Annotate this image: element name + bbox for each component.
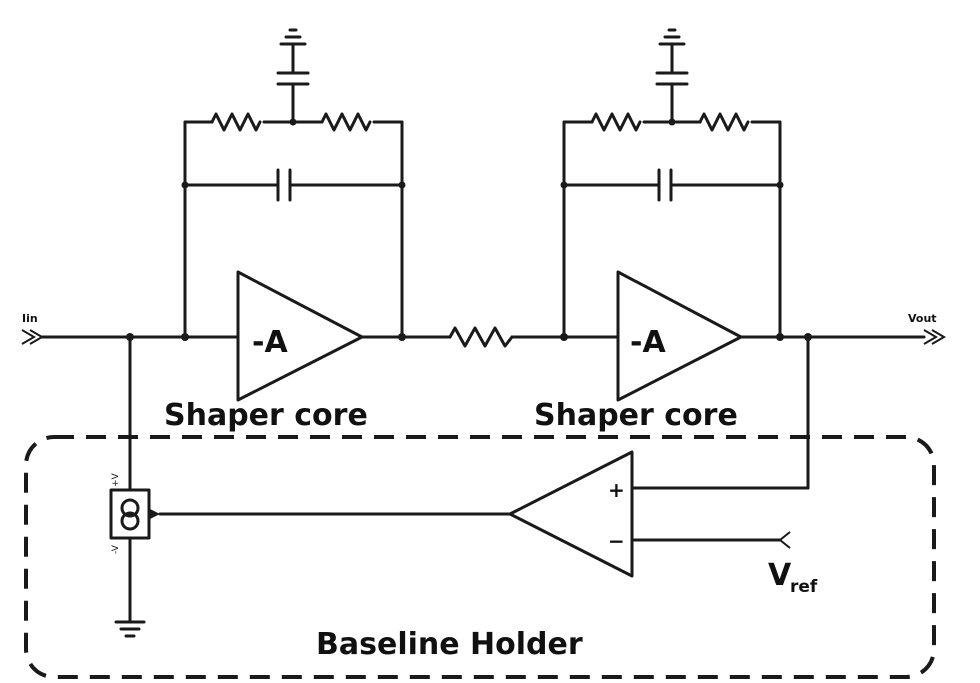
output-port-label: Vout <box>908 312 937 325</box>
input-port-label: Iin <box>22 312 38 325</box>
input-port-icon <box>21 329 44 345</box>
ground-icon <box>114 620 146 638</box>
resistor-icon <box>320 112 372 132</box>
feedback-network-1 <box>181 28 406 341</box>
interstage-resistor-icon <box>448 326 514 348</box>
resistor-icon <box>590 112 642 132</box>
amplifier-1-gain: -A <box>252 325 288 360</box>
amplifier-1-icon <box>236 270 364 402</box>
feedback-network-2 <box>560 28 784 341</box>
vref-label-main: V <box>768 558 792 593</box>
stage-2-caption: Shaper core <box>534 398 738 433</box>
comparator-icon <box>508 450 634 578</box>
baseline-holder-caption: Baseline Holder <box>316 627 583 662</box>
baseline-holder-box <box>24 435 936 679</box>
vref-port-icon <box>778 531 791 549</box>
output-port-icon <box>923 329 946 345</box>
current-source-wires <box>126 333 134 624</box>
comparator-minus: − <box>608 529 625 553</box>
baseline-feedback-wires <box>158 333 812 542</box>
stage-1-caption: Shaper core <box>164 398 368 433</box>
cs-plus-label: +V <box>111 472 121 487</box>
current-source-icon <box>109 488 160 540</box>
resistor-icon <box>210 112 262 132</box>
resistor-icon <box>698 112 750 132</box>
vref-label-sub: ref <box>790 577 818 597</box>
amplifier-2-gain: -A <box>630 325 666 360</box>
cs-minus-label: -V <box>111 544 121 554</box>
amplifier-2-icon <box>616 270 743 402</box>
comparator-plus: + <box>608 478 625 502</box>
